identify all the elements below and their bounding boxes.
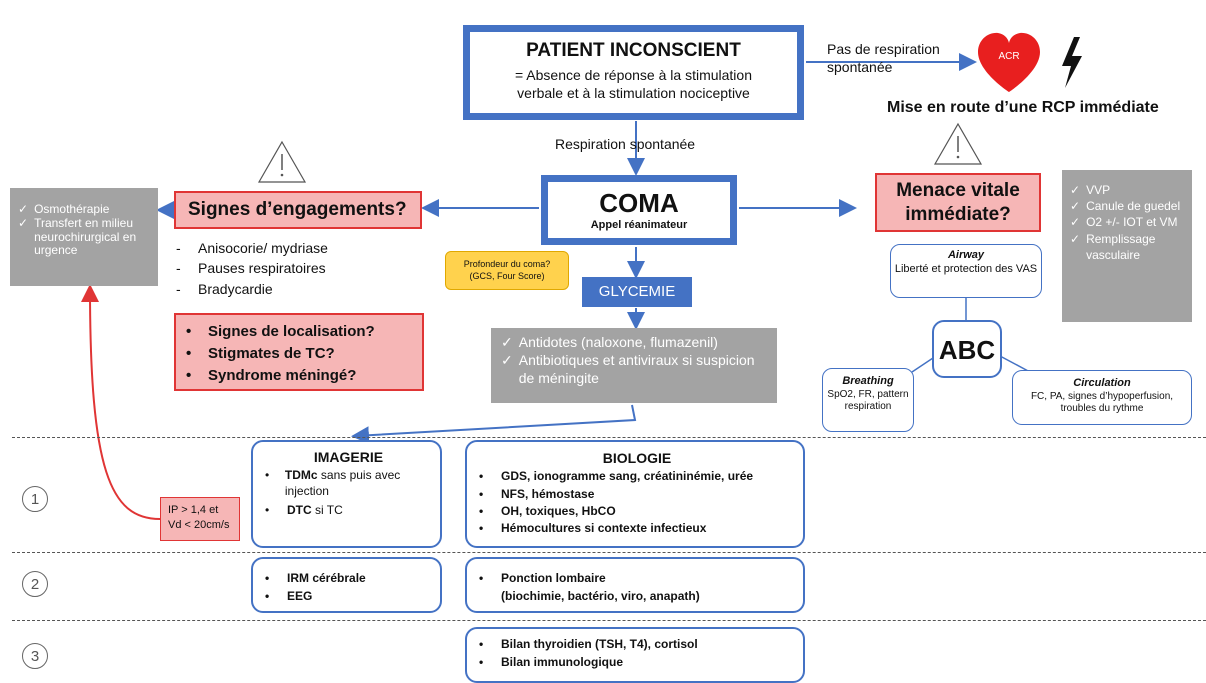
arrow-antidotes-to-imagerie bbox=[351, 404, 637, 445]
rcp-label: Mise en route d’une RCP immédiate bbox=[887, 99, 1159, 116]
patient-inconscient-box: PATIENT INCONSCIENT = Absence de réponse… bbox=[463, 25, 804, 120]
list-item: • TDMc sans puis avec injection bbox=[265, 468, 401, 498]
biologie-title: BIOLOGIE bbox=[602, 450, 672, 466]
list-item: •Syndrome méningé? bbox=[186, 366, 357, 384]
list-item: ✓Remplissage vasculaire bbox=[1070, 231, 1156, 262]
list-item: •Hémocultures si contexte infectieux bbox=[479, 521, 707, 536]
ip-vd-box: IP > 1,4 et Vd < 20cm/s bbox=[160, 497, 240, 541]
lightning-icon bbox=[1062, 37, 1082, 88]
list-item: •Bilan immunologique bbox=[479, 655, 623, 669]
step-1-circle: 1 bbox=[22, 486, 48, 512]
warning-icon-left bbox=[257, 140, 307, 183]
list-item: -Pauses respiratoires bbox=[176, 260, 326, 277]
line-abc-circulation bbox=[999, 355, 1031, 373]
vvp-box: ✓VVP ✓Canule de guedel ✓O2 +/- IOT et VM… bbox=[1062, 170, 1192, 322]
glycemie-box: GLYCEMIE bbox=[582, 277, 692, 307]
list-item: (biochimie, bactério, viro, anapath) bbox=[501, 589, 700, 603]
list-item: •Bilan thyroidien (TSH, T4), cortisol bbox=[479, 637, 698, 651]
list-item: ✓Osmothérapie bbox=[18, 202, 110, 216]
list-item: ✓O2 +/- IOT et VM bbox=[1070, 215, 1178, 230]
list-item: •Ponction lombaire bbox=[479, 571, 606, 585]
list-item: ✓Antidotes (naloxone, flumazenil) bbox=[501, 334, 718, 350]
no-breathing-label: Pas de respiration spontanée bbox=[827, 41, 940, 75]
engagement-title-box: Signes d’engagements? bbox=[174, 191, 422, 229]
patient-subtitle-2: verbale et à la stimulation nociceptive bbox=[517, 85, 750, 102]
list-item: •OH, toxiques, HbCO bbox=[479, 504, 616, 519]
list-item: ✓Transfert en milieu neurochirurgical en… bbox=[18, 215, 137, 258]
arrow-ip-to-osmo bbox=[81, 284, 161, 520]
engagement-signs-list: -Anisocorie/ mydriase -Pauses respiratoi… bbox=[176, 238, 328, 299]
coma-box: COMA Appel réanimateur bbox=[541, 175, 737, 245]
list-item: ✓Canule de guedel bbox=[1070, 199, 1181, 214]
step-2-circle: 2 bbox=[22, 571, 48, 597]
list-item: ✓Antibiotiques et antiviraux si suspicio… bbox=[501, 352, 755, 387]
patient-subtitle-1: = Absence de réponse à la stimulation bbox=[515, 67, 752, 83]
imagerie-box: IMAGERIE • TDMc sans puis avec injection… bbox=[251, 440, 442, 548]
heart-icon bbox=[978, 32, 1040, 92]
divider-1 bbox=[12, 437, 1206, 438]
antidotes-box: ✓Antidotes (naloxone, flumazenil) ✓Antib… bbox=[491, 328, 777, 403]
list-item: •EEG bbox=[265, 589, 313, 603]
patient-title: PATIENT INCONSCIENT bbox=[526, 40, 741, 61]
airway-box: Airway Liberté et protection des VAS bbox=[890, 244, 1042, 298]
list-item: •NFS, hémostase bbox=[479, 486, 595, 501]
menace-vitale-box: Menace vitale immédiate? bbox=[875, 173, 1041, 232]
list-item: -Anisocorie/ mydriase bbox=[176, 240, 328, 256]
list-item: •GDS, ionogramme sang, créatininémie, ur… bbox=[479, 469, 754, 484]
list-item: • DTC si TC bbox=[265, 503, 343, 518]
step3-biologie-box: •Bilan thyroidien (TSH, T4), cortisol •B… bbox=[465, 627, 805, 683]
acr-label: ACR bbox=[998, 51, 1020, 62]
imagerie-title: IMAGERIE bbox=[313, 449, 384, 465]
divider-2 bbox=[12, 552, 1206, 553]
step2-imagerie-box: •IRM cérébrale •EEG bbox=[251, 557, 442, 613]
osmotherapy-box: ✓Osmothérapie ✓Transfert en milieu neuro… bbox=[10, 188, 158, 286]
abc-circle: ABC bbox=[932, 320, 1002, 378]
step-3-circle: 3 bbox=[22, 643, 48, 669]
breathing-box: Breathing SpO2, FR, pattern respiration bbox=[822, 368, 914, 432]
localisation-box: •Signes de localisation? •Stigmates de T… bbox=[174, 313, 424, 391]
list-item: •Signes de localisation? bbox=[186, 323, 375, 340]
coma-depth-box: Profondeur du coma? (GCS, Four Score) bbox=[445, 251, 569, 290]
biologie-box: BIOLOGIE •GDS, ionogramme sang, créatini… bbox=[465, 440, 805, 548]
step2-biologie-box: •Ponction lombaire (biochimie, bactério,… bbox=[465, 557, 805, 613]
coma-title: COMA bbox=[599, 188, 679, 218]
list-item: •Stigmates de TC? bbox=[186, 344, 335, 362]
coma-subtitle: Appel réanimateur bbox=[590, 219, 688, 231]
spontaneous-breathing-label: Respiration spontanée bbox=[555, 136, 696, 152]
list-item: ✓VVP bbox=[1070, 183, 1111, 197]
divider-3 bbox=[12, 620, 1206, 621]
list-item: •IRM cérébrale bbox=[265, 571, 366, 585]
warning-icon-right bbox=[933, 122, 983, 165]
circulation-box: Circulation FC, PA, signes d’hypoperfusi… bbox=[1012, 370, 1192, 425]
list-item: -Bradycardie bbox=[176, 280, 273, 297]
